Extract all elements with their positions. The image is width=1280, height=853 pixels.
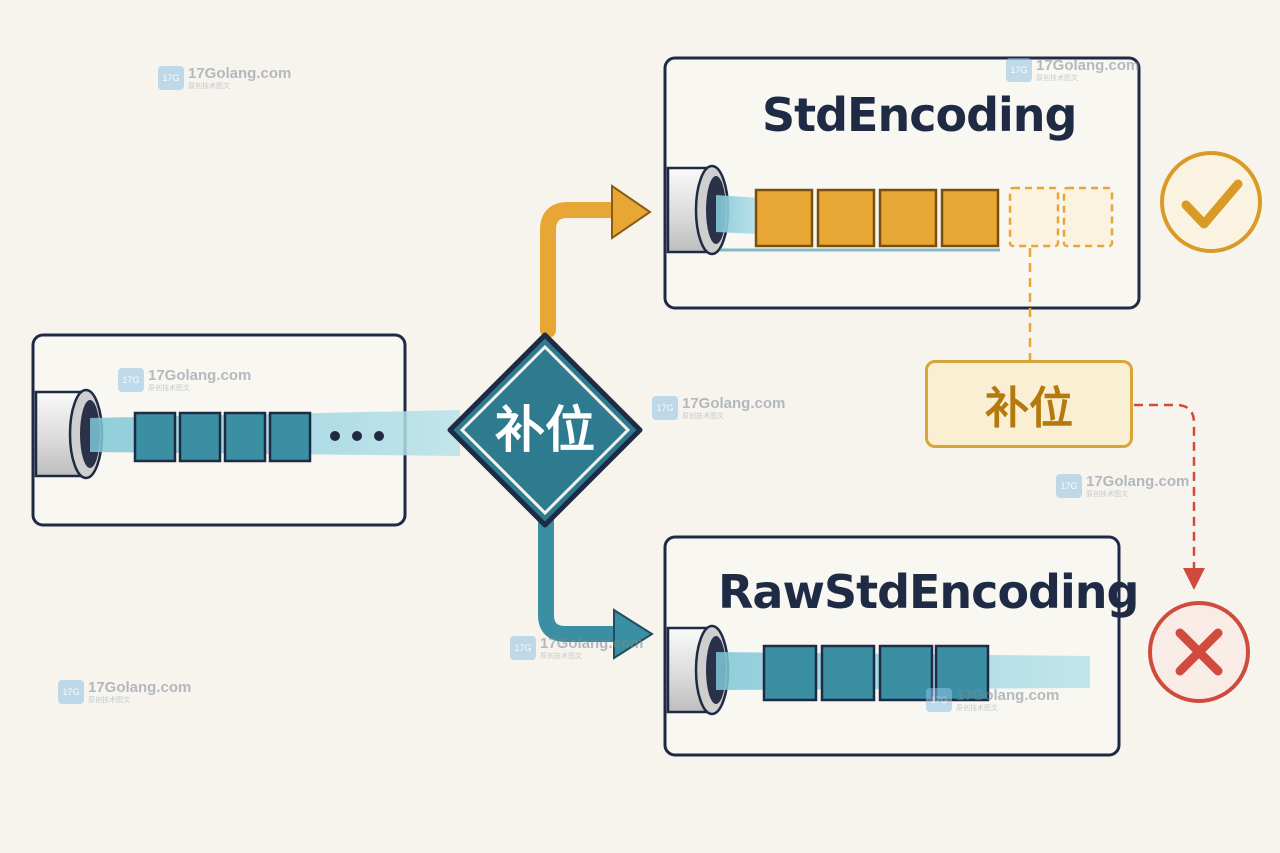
raw-std-encoding-title: RawStdEncoding xyxy=(718,565,1139,619)
watermark-sub: 原创技术图文 xyxy=(188,83,230,90)
watermark-text: 17Golang.com xyxy=(540,635,644,652)
std-arrow-head xyxy=(611,184,652,240)
check-icon xyxy=(1160,151,1262,253)
raw-data-blocks xyxy=(762,644,990,702)
watermark-logo-icon: 17G xyxy=(926,688,952,712)
ellipsis-dots xyxy=(330,431,384,441)
watermark-logo-icon: 17G xyxy=(652,396,678,420)
watermark-text: 17Golang.com xyxy=(956,687,1060,704)
watermark-text: 17Golang.com xyxy=(88,679,192,696)
watermark-text: 17Golang.com xyxy=(1036,57,1140,74)
padding-decision-diamond xyxy=(447,332,643,528)
watermark-sub: 原创技术图文 xyxy=(682,413,724,420)
watermark-sub: 原创技术图文 xyxy=(1036,75,1078,82)
std-encoding-title: StdEncoding xyxy=(762,88,1077,142)
std-padding-slots xyxy=(1008,186,1114,248)
watermark-text: 17Golang.com xyxy=(188,65,292,82)
cross-icon xyxy=(1148,601,1250,703)
watermark-sub: 原创技术图文 xyxy=(88,697,130,704)
watermark-logo-icon: 17G xyxy=(510,636,536,660)
watermark-logo-icon: 17G xyxy=(1056,474,1082,498)
input-blocks xyxy=(133,411,312,463)
watermark-text: 17Golang.com xyxy=(682,395,786,412)
watermark-sub: 原创技术图文 xyxy=(540,653,582,660)
watermark-logo-icon: 17G xyxy=(1006,58,1032,82)
watermark-sub: 原创技术图文 xyxy=(956,705,998,712)
std-data-blocks xyxy=(754,188,1000,248)
padding-label: 补位 xyxy=(925,360,1133,448)
watermark-sub: 原创技术图文 xyxy=(1086,491,1128,498)
pipe-icon xyxy=(34,388,104,480)
raw-arrow-head xyxy=(613,608,654,660)
std-arrow-line xyxy=(540,202,628,338)
watermark-logo-icon: 17G xyxy=(58,680,84,704)
no-padding-arrow-head xyxy=(1183,568,1205,590)
watermark-logo-icon: 17G xyxy=(158,66,184,90)
watermark-text: 17Golang.com xyxy=(1086,473,1190,490)
raw-arrow-line xyxy=(538,512,628,642)
watermark-text: 17Golang.com xyxy=(148,367,252,384)
center-padding-label: 补位 xyxy=(495,401,595,459)
watermark-sub: 原创技术图文 xyxy=(148,385,190,392)
watermark-logo-icon: 17G xyxy=(118,368,144,392)
